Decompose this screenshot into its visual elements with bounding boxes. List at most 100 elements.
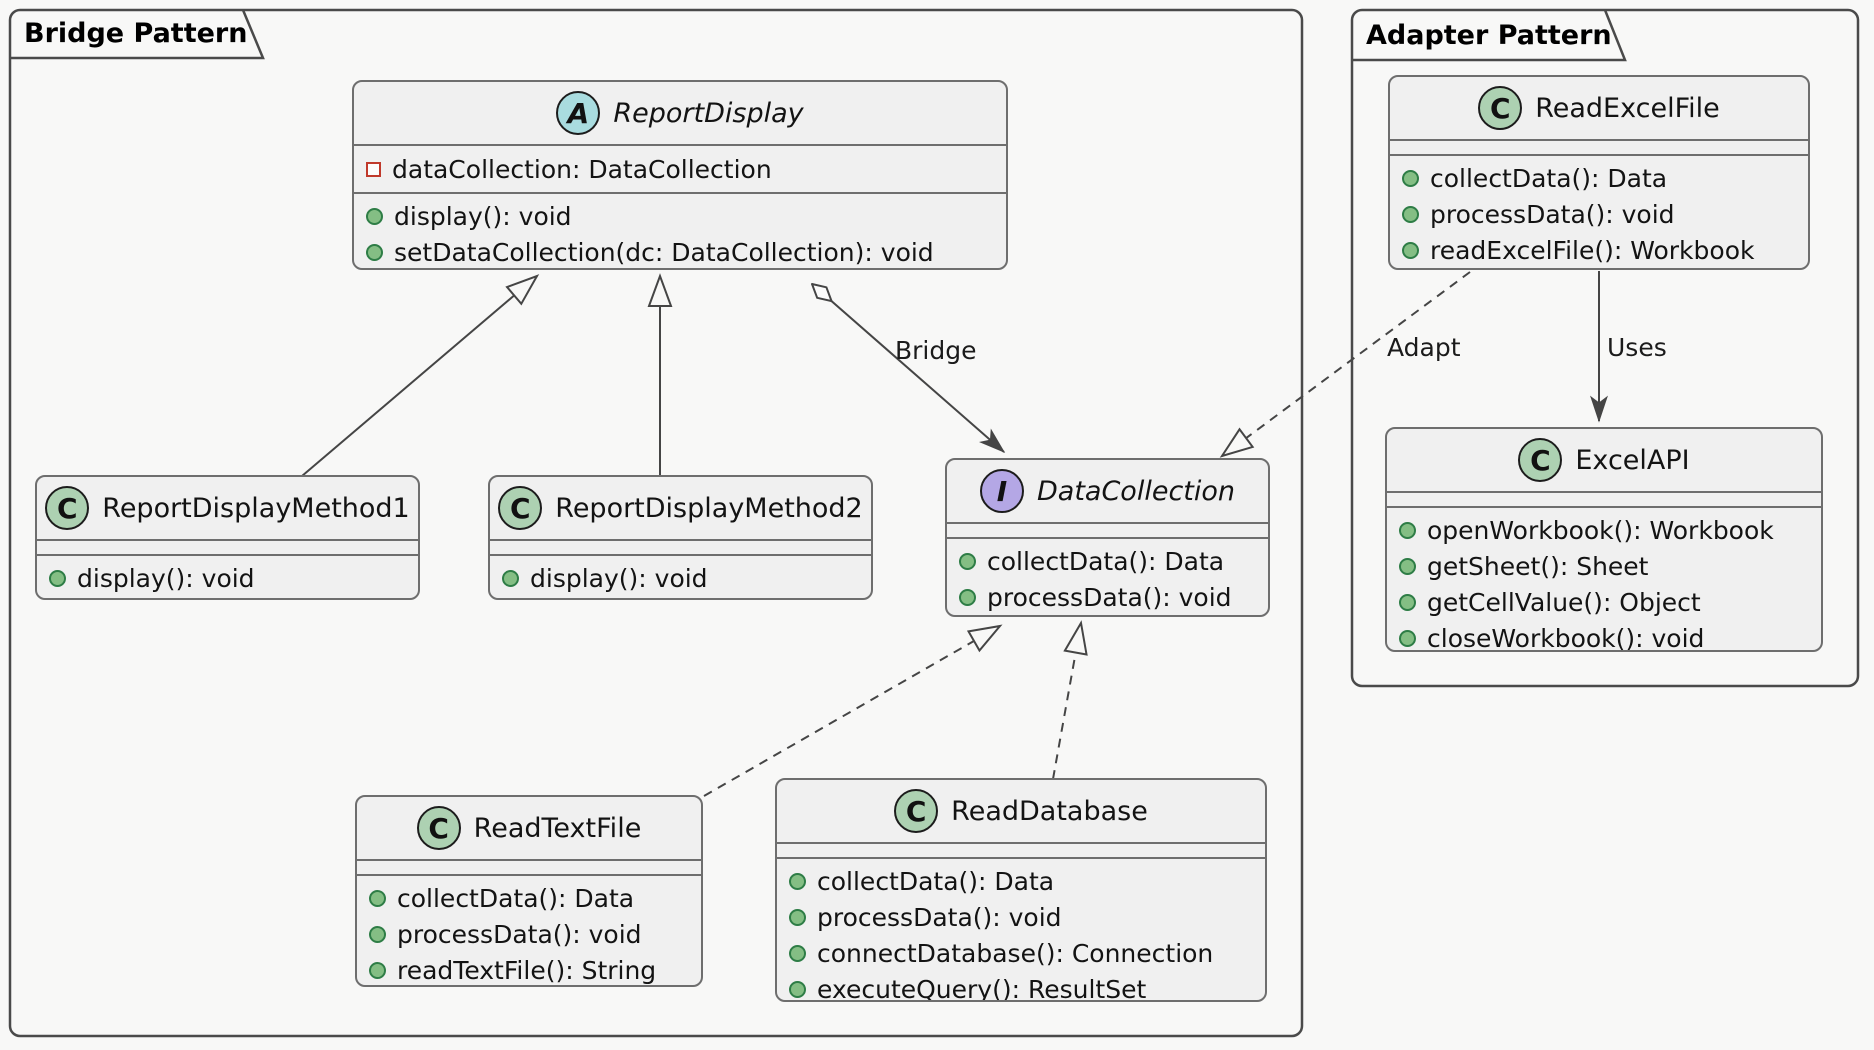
edge-generalization-method1-to-reportdisplay [301,274,540,477]
method-text: collectData(): Data [1430,163,1668,193]
public-method-icon [959,552,976,570]
public-method-icon [789,872,806,890]
private-field-icon [366,161,381,177]
method-text: collectData(): Data [987,546,1225,576]
method-row: processData(): void [789,899,1253,935]
interface-datacollection: I DataCollection collectData(): Data pro… [945,458,1270,617]
adapter-pattern-frame-label: Adapter Pattern [1366,20,1612,51]
public-method-icon [959,588,976,606]
abstract-badge-icon: A [556,91,601,135]
method-row: executeQuery(): ResultSet [789,971,1253,1002]
fields-section-empty [947,522,1268,537]
public-method-icon [366,243,383,261]
method-text: readExcelFile(): Workbook [1430,235,1755,265]
field-text: dataCollection: DataCollection [392,154,772,184]
public-method-icon [49,569,66,587]
method-text: processData(): void [817,902,1062,932]
class-reportdisplaymethod1-header: C ReportDisplayMethod1 [37,477,418,539]
field-row: dataCollection: DataCollection [366,151,994,187]
edge-realization-readdatabase-to-datacollection [1052,620,1088,780]
interface-badge-icon: I [979,469,1024,513]
class-name: ReadTextFile [473,812,642,844]
method-text: setDataCollection(dc: DataCollection): v… [394,237,934,267]
adapt-edge-label: Adapt [1387,333,1461,362]
method-row: display(): void [502,560,859,596]
method-text: executeQuery(): ResultSet [817,974,1147,1002]
public-method-icon [1399,557,1416,575]
method-text: collectData(): Data [397,883,635,913]
method-row: processData(): void [1402,196,1796,232]
method-row: getCellValue(): Object [1399,584,1809,620]
fields-section-empty [37,539,418,554]
methods-section: collectData(): Data processData(): void … [1390,154,1808,268]
methods-section: display(): void setDataCollection(dc: Da… [354,192,1006,268]
edge-adapt-realization-readexcelfile-to-datacollection [1219,271,1471,458]
class-readtextfile: C ReadTextFile collectData(): Data proce… [355,795,703,987]
fields-section: dataCollection: DataCollection [354,144,1006,192]
method-row: processData(): void [959,579,1256,615]
method-text: processData(): void [397,919,642,949]
method-row: getSheet(): Sheet [1399,548,1809,584]
method-text: openWorkbook(): Workbook [1427,515,1774,545]
methods-section: openWorkbook(): Workbook getSheet(): She… [1387,506,1821,650]
method-row: display(): void [366,198,994,234]
method-row: setDataCollection(dc: DataCollection): v… [366,234,994,268]
class-badge-icon: C [498,486,543,530]
class-readexcelfile: C ReadExcelFile collectData(): Data proc… [1388,75,1810,270]
public-method-icon [789,980,806,998]
method-text: getSheet(): Sheet [1427,551,1649,581]
method-row: processData(): void [369,916,689,952]
class-excelapi: C ExcelAPI openWorkbook(): Workbook getS… [1385,427,1823,652]
public-method-icon [1399,593,1416,611]
interface-datacollection-header: I DataCollection [947,460,1268,522]
methods-section: collectData(): Data processData(): void … [777,857,1265,1002]
class-reportdisplaymethod2: C ReportDisplayMethod2 display(): void [488,475,873,600]
method-text: collectData(): Data [817,866,1055,896]
method-text: getCellValue(): Object [1427,587,1701,617]
fields-section-empty [777,842,1265,857]
class-reportdisplaymethod2-header: C ReportDisplayMethod2 [490,477,871,539]
fields-section-empty [1387,491,1821,506]
public-method-icon [1399,521,1416,539]
method-row: openWorkbook(): Workbook [1399,512,1809,548]
class-badge-icon: C [416,806,461,850]
fields-section-empty [357,859,701,874]
edge-bridge-aggregation-reportdisplay-to-datacollection [812,284,1004,452]
methods-section: collectData(): Data processData(): void … [357,874,701,985]
method-row: readTextFile(): String [369,952,689,985]
class-readdatabase-header: C ReadDatabase [777,780,1265,842]
method-text: display(): void [530,563,708,593]
class-name: ReadExcelFile [1535,92,1720,124]
class-badge-icon: C [45,486,90,530]
public-method-icon [1399,629,1416,647]
method-row: closeWorkbook(): void [1399,620,1809,650]
class-readtextfile-header: C ReadTextFile [357,797,701,859]
public-method-icon [1402,169,1419,187]
method-text: display(): void [77,563,255,593]
adapter-pattern-frame [1350,8,1860,688]
public-method-icon [502,569,519,587]
public-method-icon [1402,241,1419,259]
class-name: ReportDisplay [613,97,804,129]
method-text: processData(): void [1430,199,1675,229]
public-method-icon [789,944,806,962]
method-text: processData(): void [987,582,1232,612]
methods-section: collectData(): Data processData(): void [947,537,1268,615]
method-row: collectData(): Data [369,880,689,916]
bridge-pattern-frame [8,8,1304,1038]
fields-section-empty [1390,139,1808,154]
public-method-icon [1402,205,1419,223]
class-readexcelfile-header: C ReadExcelFile [1390,77,1808,139]
method-row: collectData(): Data [1402,160,1796,196]
public-method-icon [789,908,806,926]
edge-realization-readtextfile-to-datacollection [703,624,1003,797]
adapter-frame-tab [1352,9,1627,62]
method-text: connectDatabase(): Connection [817,938,1214,968]
bridge-edge-label: Bridge [895,336,977,365]
public-method-icon [369,925,386,943]
class-reportdisplay-header: A ReportDisplay [354,82,1006,144]
bridge-frame-tab [10,9,265,60]
class-badge-icon: C [894,789,939,833]
public-method-icon [366,207,383,225]
method-row: display(): void [49,560,406,596]
